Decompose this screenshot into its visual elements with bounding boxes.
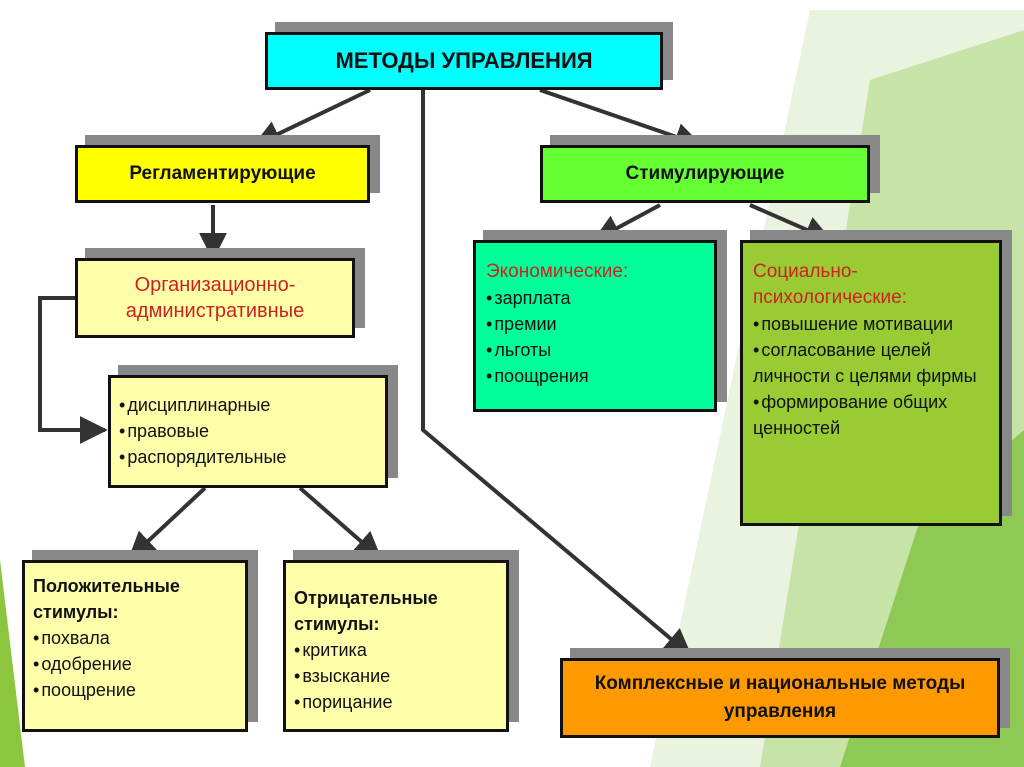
org-admin-label: Организационно-административные — [125, 274, 305, 322]
negative-stimuli-box: Отрицательные стимулы: критика взыскание… — [283, 560, 509, 732]
economic-heading: Экономические: — [486, 261, 629, 282]
list-item: повышение мотивации — [753, 311, 989, 337]
positive-heading: Положительные стимулы: — [33, 576, 180, 622]
list-item: похвала — [33, 625, 237, 651]
positive-stimuli-box: Положительные стимулы: похвала одобрение… — [22, 560, 248, 732]
list-item: правовые — [119, 418, 377, 444]
list-item: зарплата — [486, 285, 704, 311]
main-title: МЕТОДЫ УПРАВЛЕНИЯ — [335, 48, 593, 73]
list-item: поощрение — [33, 677, 237, 703]
list-item: поощрения — [486, 363, 704, 389]
regulating-label: Регламентирующие — [129, 163, 316, 184]
list-item: распорядительные — [119, 444, 377, 470]
list-item: критика — [294, 637, 498, 663]
complex-methods-box: Комплексные и национальные методы управл… — [560, 658, 1000, 738]
regulating-box: Регламентирующие — [75, 145, 370, 203]
org-admin-box: Организационно-административные — [75, 258, 355, 338]
complex-label: Комплексные и национальные методы управл… — [594, 673, 966, 722]
list-item: дисциплинарные — [119, 392, 377, 418]
list-item: взыскание — [294, 663, 498, 689]
list-item: порицание — [294, 689, 498, 715]
org-items-box: дисциплинарные правовые распорядительные — [108, 375, 388, 488]
main-title-box: МЕТОДЫ УПРАВЛЕНИЯ — [265, 32, 663, 90]
social-box: Социально-психологические: повышение мот… — [740, 240, 1002, 526]
list-item: формирование общих ценностей — [753, 389, 989, 441]
social-heading: Социально-психологические: — [753, 261, 907, 308]
list-item: премии — [486, 311, 704, 337]
list-item: согласование целей личности с целями фир… — [753, 337, 989, 389]
negative-heading: Отрицательные стимулы: — [294, 588, 438, 634]
list-item: одобрение — [33, 651, 237, 677]
economic-box: Экономические: зарплата премии льготы по… — [473, 240, 717, 412]
list-item: льготы — [486, 337, 704, 363]
stimulating-box: Стимулирующие — [540, 145, 870, 203]
stimulating-label: Стимулирующие — [625, 163, 785, 184]
